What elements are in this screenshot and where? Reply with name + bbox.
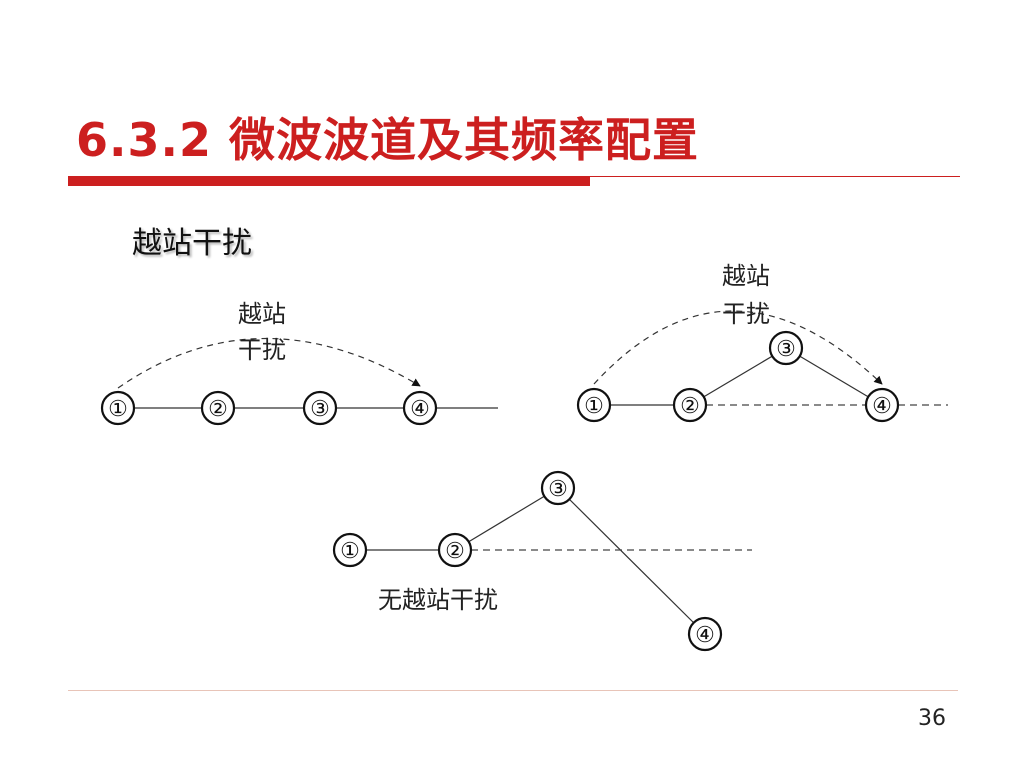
- station-node-3: ③: [768, 330, 804, 366]
- station-label: ①: [340, 539, 360, 564]
- station-label: ①: [108, 397, 128, 422]
- link-3-4: [785, 347, 883, 406]
- interference-label-line2: 干扰: [722, 300, 770, 328]
- diagram-straight-chain: 越站 干扰 ① ② ③ ④: [100, 300, 498, 426]
- slide-title: 6.3.2 微波波道及其频率配置: [76, 113, 699, 167]
- interference-label-line1: 越站: [722, 262, 770, 290]
- footer-divider: [68, 690, 958, 691]
- link-3-4: [557, 487, 706, 635]
- station-node-1: ①: [100, 390, 136, 426]
- station-label: ③: [548, 477, 568, 502]
- station-label: ②: [680, 394, 700, 419]
- station-label: ④: [695, 623, 715, 648]
- title-underline-thick: [68, 176, 590, 186]
- station-node-1: ①: [332, 532, 368, 568]
- station-node-3: ③: [540, 470, 576, 506]
- page-number: 36: [918, 706, 946, 731]
- station-node-3: ③: [302, 390, 338, 426]
- station-label: ③: [776, 337, 796, 362]
- station-label: ③: [310, 397, 330, 422]
- interference-arc: [117, 337, 421, 389]
- no-interference-label: 无越站干扰: [378, 586, 498, 614]
- station-node-4: ④: [402, 390, 438, 426]
- station-label: ②: [445, 539, 465, 564]
- slide-subtitle: 越站干扰: [132, 226, 252, 261]
- station-label: ④: [872, 394, 892, 419]
- link-2-3: [454, 487, 559, 551]
- interference-arc: [593, 310, 883, 385]
- diagram-no-interference: 无越站干扰 ① ② ③ ④: [332, 470, 752, 652]
- interference-label-line2: 干扰: [238, 336, 286, 364]
- station-node-1: ①: [576, 387, 612, 423]
- station-label: ④: [410, 397, 430, 422]
- station-node-2: ②: [200, 390, 236, 426]
- link-2-3: [689, 347, 787, 406]
- interference-label-line1: 越站: [238, 300, 286, 328]
- station-label: ①: [584, 394, 604, 419]
- station-label: ②: [208, 397, 228, 422]
- station-node-4: ④: [687, 616, 723, 652]
- station-node-2: ②: [437, 532, 473, 568]
- station-node-2: ②: [672, 387, 708, 423]
- station-node-4: ④: [864, 387, 900, 423]
- title-underline-thin: [590, 176, 960, 177]
- diagram-bent-chain: 越站 干扰 ① ② ③ ④: [576, 262, 948, 423]
